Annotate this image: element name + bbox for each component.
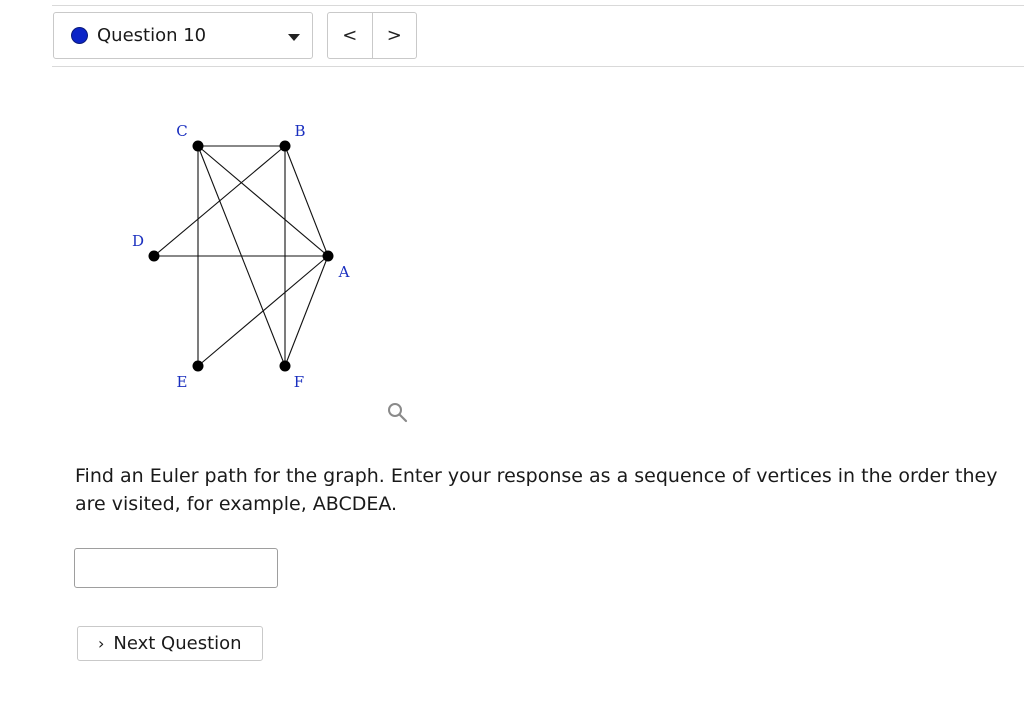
next-question-label: Next Question <box>113 633 242 654</box>
question-pager: < > <box>327 12 417 59</box>
edge-AF <box>284 255 329 367</box>
vertex-B <box>279 140 291 152</box>
top-divider <box>52 5 1024 6</box>
vertex-C <box>192 140 204 152</box>
next-question-button[interactable]: › Next Question <box>77 626 263 661</box>
previous-question-button[interactable]: < <box>342 25 358 46</box>
graph-vertices <box>148 140 334 372</box>
caret-down-icon <box>288 34 300 41</box>
vertex-A <box>322 250 334 262</box>
vertex-F <box>279 360 291 372</box>
vertex-label-D: D <box>132 232 144 250</box>
edge-BD <box>153 145 286 257</box>
next-question-arrow-button[interactable]: > <box>371 13 417 58</box>
vertex-label-B: B <box>294 122 305 140</box>
edge-CA <box>197 145 329 257</box>
vertex-label-E: E <box>177 373 188 391</box>
question-prompt: Find an Euler path for the graph. Enter … <box>75 465 998 515</box>
graph-vertex-labels: A B C D E F <box>132 122 350 391</box>
chevron-right-icon: › <box>98 634 105 653</box>
magnifier-icon[interactable] <box>386 401 408 423</box>
vertex-label-C: C <box>176 122 187 140</box>
vertex-label-A: A <box>338 263 350 281</box>
vertex-D <box>148 250 160 262</box>
question-selector[interactable]: Question 10 <box>53 12 313 59</box>
question-selector-label: Question 10 <box>97 25 207 46</box>
euler-graph: A B C D E F <box>132 122 350 391</box>
edge-AE <box>197 255 329 367</box>
status-dot-icon <box>72 28 87 43</box>
edge-BA <box>284 145 329 257</box>
answer-input[interactable] <box>74 548 278 588</box>
vertex-label-F: F <box>294 373 304 391</box>
graph-edges <box>153 145 329 367</box>
header-divider <box>52 66 1024 67</box>
vertex-E <box>192 360 204 372</box>
